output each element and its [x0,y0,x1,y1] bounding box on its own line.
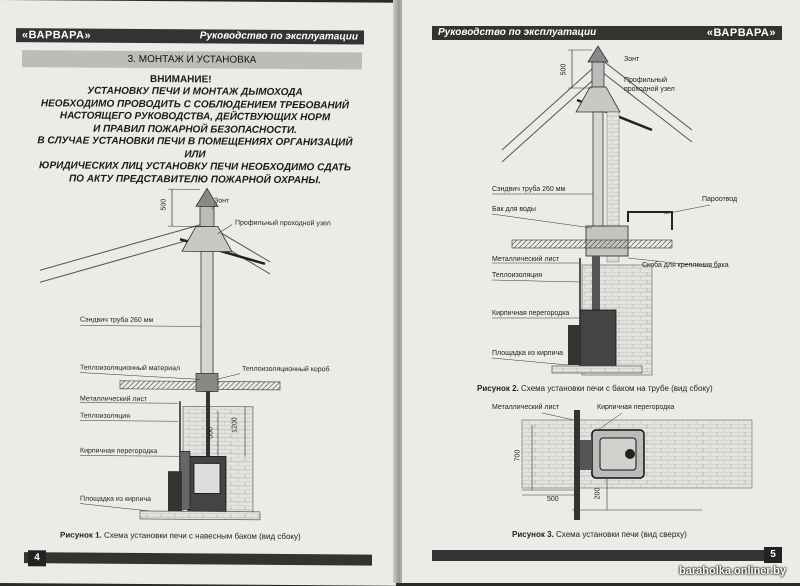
label-thermal-insulation: Теплоизоляция [80,413,130,420]
fig2-label-dim-500: 500 [560,64,567,76]
label-insulation-material: Теплоизоляционный материал [80,365,180,373]
right-footer-bar [432,550,772,561]
fig2-label-brick-platform: Площадка из кирпича [492,350,563,357]
fig2-label-thermal-insulation: Теплоизоляция [492,272,542,279]
fig2-label-tank-bracket: Скоба для крепления бака [642,262,729,269]
caption3-bold: Рисунок 3. [512,530,554,539]
caption-bold: Рисунок 1. [60,530,102,539]
fig2-label-profile-node-2: проходной узел [624,86,675,93]
figure-3-caption: Рисунок 3. Схема установки печи (вид све… [512,530,687,539]
label-brick-partition: Кирпичная перегородка [80,448,157,456]
figure-2-caption: Рисунок 2. Схема установки печи с баком … [477,384,713,393]
fig2-label-zont: Зонт [624,56,639,63]
label-dim-500: 500 [207,427,214,439]
fig2-label-water-tank: Бак для воды [492,206,536,213]
label-dim-1200: 1200 [231,417,238,433]
caption2-text: Схема установки печи с баком на трубе (в… [519,384,713,393]
right-page-number: 5 [764,547,782,563]
label-dim-500-top: 500 [160,199,167,211]
left-page-number: 4 [28,550,46,566]
left-page: «ВАРВАРА» Руководство по эксплуатации 3.… [0,0,396,586]
caption2-bold: Рисунок 2. [477,384,519,393]
watermark: baraholka.onliner.by [679,565,786,577]
label-sandwich: Сэндвич труба 260 мм [80,317,153,325]
right-page: Руководство по эксплуатации «ВАРВАРА» [402,0,800,583]
caption3-text: Схема установки печи (вид сверху) [554,530,687,539]
figure-1-caption: Рисунок 1. Схема установки печи с навесн… [60,530,301,541]
label-profile-node: Профильный проходной узел [235,220,331,228]
caption-text: Схема установки печи с навесным баком (в… [102,531,301,541]
fig3-label-metal-sheet: Металлический лист [492,404,559,411]
label-insulation-box: Теплоизоляционный короб [242,366,330,374]
fig3-label-dim-500: 500 [547,496,559,503]
figure-1-drawing [0,0,396,586]
label-zont: Зонт [214,197,229,204]
fig3-label-brick-partition: Кирпичная перегородка [597,404,674,411]
fig2-label-metal-sheet: Металлический лист [492,256,559,263]
label-brick-platform: Площадка из кирпича [80,496,151,503]
fig2-label-profile-node-1: Профильный [624,77,667,84]
fig3-label-dim-200: 200 [594,488,601,500]
fig3-label-dim-700: 700 [514,450,521,462]
label-metal-sheet: Металлический лист [80,396,147,403]
fig2-label-steam-pipe: Пароотвод [702,196,737,203]
fig2-label-sandwich: Сэндвич труба 260 мм [492,186,565,193]
fig2-label-brick-partition: Кирпичная перегородка [492,310,569,317]
